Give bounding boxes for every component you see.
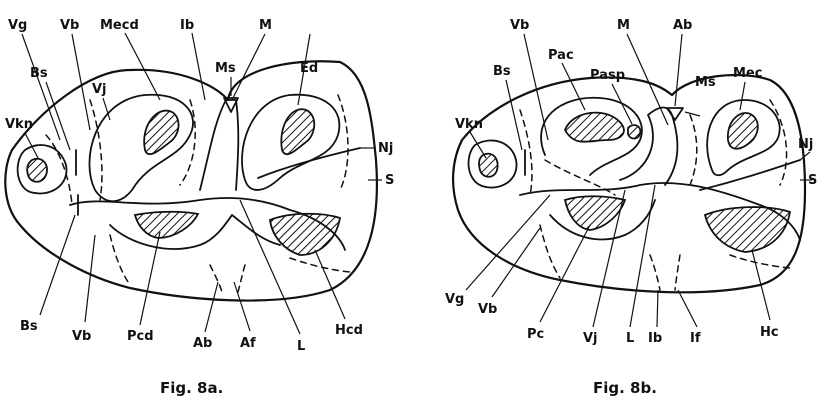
- dashed-line-6-8b: [675, 255, 680, 290]
- nj-fold-8a: [258, 148, 360, 178]
- label-s-8a: S: [385, 173, 394, 188]
- leader-l-8b: [630, 185, 655, 327]
- label-hcd-8a: Hcd: [335, 323, 363, 338]
- label-if-8b: If: [690, 331, 701, 346]
- figure-8a: Vg Vb Mecd Ib M Ms Ed Bs Vj Vkn Nj S Bs …: [5, 18, 394, 397]
- leader-ab-8a: [205, 282, 218, 332]
- label-bs-top-8a: Bs: [30, 66, 48, 81]
- mecd-loop-8a: [89, 95, 193, 202]
- label-ed-8a: Ed: [300, 61, 318, 76]
- dashed-line-4-8b: [770, 100, 787, 185]
- figure-8b: Vb Pac M Ab Bs Pasp Ms Mec Vkn Nj S Vg V…: [445, 18, 817, 397]
- label-vj-8a: Vj: [92, 82, 107, 97]
- label-vj-8b: Vj: [583, 331, 598, 346]
- label-vg-8a: Vg: [8, 18, 27, 33]
- label-m-8b: M: [617, 18, 630, 33]
- dashed-line-1-8b: [520, 110, 532, 195]
- label-ab-8a: Ab: [193, 336, 212, 351]
- vkn-fold-8b: [479, 154, 498, 177]
- label-vb-bottom-8a: Vb: [72, 329, 91, 344]
- label-vg-8b: Vg: [445, 292, 464, 307]
- label-bs-8b: Bs: [493, 64, 511, 79]
- leader-if-8b: [678, 290, 697, 327]
- leader-ib-8b: [657, 290, 658, 327]
- label-nj-8b: Nj: [798, 137, 813, 152]
- label-ms-8a: Ms: [215, 61, 236, 76]
- leader-mecd-8a: [125, 33, 160, 100]
- label-hc-8b: Hc: [760, 325, 779, 340]
- label-s-8b: S: [808, 173, 817, 188]
- leader-nj-8b: [800, 152, 810, 160]
- leader-ab-8b: [675, 34, 682, 106]
- dashed-line-7-8b: [540, 225, 560, 278]
- label-pcd-8a: Pcd: [127, 329, 154, 344]
- dashed-line-7-8a: [110, 235, 130, 285]
- pcd-fossette-8a: [135, 212, 198, 238]
- label-vkn-8b: Vkn: [455, 117, 483, 132]
- leader-bs-8b: [506, 80, 522, 150]
- leader-ms-8b: [685, 112, 700, 116]
- label-pc-8b: Pc: [527, 327, 544, 342]
- caption-8a: Fig. 8a.: [160, 379, 223, 397]
- label-ms-8b: Ms: [695, 75, 716, 90]
- central-s-loop-8b: [620, 108, 677, 186]
- label-ab-8b: Ab: [673, 18, 692, 33]
- label-bs-bottom-8a: Bs: [20, 319, 38, 334]
- leader-vb-bottom-8b: [492, 228, 540, 297]
- label-l-8b: L: [626, 331, 634, 346]
- mecd-fossette-8a: [144, 111, 178, 155]
- hcd-fossette-8a: [270, 214, 340, 255]
- dashed-line-2-8a: [90, 100, 102, 200]
- label-m-8a: M: [259, 18, 272, 33]
- leader-ib-8a: [192, 33, 205, 100]
- label-l-8a: L: [297, 339, 305, 354]
- leader-vb-bottom-8a: [85, 235, 95, 322]
- label-vb-bottom-8b: Vb: [478, 302, 497, 317]
- leader-mec-8b: [740, 82, 745, 110]
- label-ib-8b: Ib: [648, 331, 662, 346]
- label-af-8a: Af: [240, 336, 256, 351]
- dashed-line-3-8a: [180, 100, 195, 185]
- ed-fossette-8a: [281, 109, 314, 154]
- label-pasp-8b: Pasp: [590, 68, 625, 83]
- vkn-fold-8a: [27, 159, 47, 182]
- dashed-line-8-8b: [730, 255, 790, 268]
- label-vkn-8a: Vkn: [5, 117, 33, 132]
- leader-vj-8a: [103, 98, 110, 120]
- dashed-line-5-8b: [650, 255, 660, 290]
- hc-fossette-8b: [705, 207, 790, 252]
- dashed-line-6-8a: [238, 265, 245, 292]
- label-vb-8b: Vb: [510, 18, 529, 33]
- label-nj-8a: Nj: [378, 141, 393, 156]
- pc-fossette-8b: [565, 196, 625, 230]
- dashed-line-3-8b: [690, 115, 697, 185]
- label-pac-8b: Pac: [548, 48, 574, 63]
- dashed-line-4-8a: [338, 95, 348, 190]
- central-wall-8a: [200, 100, 238, 190]
- label-vb-top-8a: Vb: [60, 18, 79, 33]
- label-mec-8b: Mec: [733, 66, 762, 81]
- leader-vkn-8b: [470, 132, 486, 158]
- caption-8b: Fig. 8b.: [593, 379, 657, 397]
- leader-pc-8b: [540, 225, 590, 322]
- label-ib-8a: Ib: [180, 18, 194, 33]
- pac-fossette-8b: [565, 113, 624, 142]
- label-mecd-8a: Mecd: [100, 18, 139, 33]
- mec-fossette-8b: [728, 113, 758, 149]
- pasp-fossette-8b: [628, 125, 640, 138]
- leader-af-8a: [234, 282, 250, 331]
- leader-m-8a: [232, 34, 265, 100]
